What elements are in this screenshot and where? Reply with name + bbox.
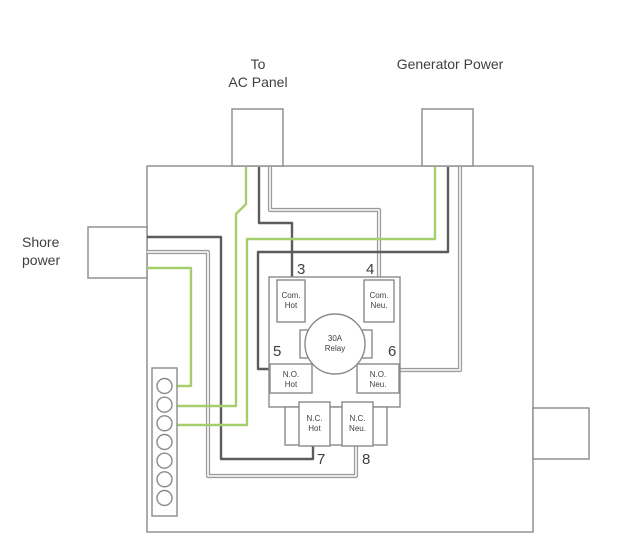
label-shore-power-line1: Shore <box>22 234 60 250</box>
label-generator-power: Generator Power <box>397 56 504 72</box>
terminal-strip-screw-7 <box>156 489 173 507</box>
terminal-strip-screw-1 <box>156 377 173 395</box>
terminal-strip-screw-5 <box>156 452 173 469</box>
terminal-label-nc-hot-line1: N.C. <box>307 414 323 423</box>
terminal-label-no-hot-line2: Hot <box>285 380 298 389</box>
terminal-number-6: 6 <box>388 343 396 360</box>
wire-shore-ground <box>147 266 193 388</box>
wire-generator-neutral <box>399 167 463 373</box>
relay-terminal-com-hot <box>276 279 306 323</box>
label-to-ac-panel-line2: AC Panel <box>228 74 287 90</box>
ground-terminal-strip <box>151 367 178 517</box>
terminal-label-nc-neu-line2: Neu. <box>349 424 366 433</box>
terminal-number-4: 4 <box>366 261 374 278</box>
terminal-label-nc-hot-line2: Hot <box>308 424 321 433</box>
terminal-strip-screw-4 <box>156 433 173 451</box>
relay-terminal-nc-neu <box>341 401 374 447</box>
relay-terminal-no-neu <box>356 363 400 394</box>
terminal-strip-screw-3 <box>156 415 173 432</box>
relay-rating-line1: 30A <box>328 334 343 343</box>
terminal-label-no-hot-line1: N.O. <box>283 370 299 379</box>
terminal-label-com-hot-line2: Hot <box>285 301 298 310</box>
terminal-label-no-neu-line1: N.O. <box>370 370 386 379</box>
relay-terminal-nc-hot <box>298 401 331 447</box>
terminal-number-8: 8 <box>362 451 370 468</box>
terminal-number-7: 7 <box>317 451 325 468</box>
terminal-strip-screw-6 <box>156 471 173 488</box>
terminal-label-com-hot-line1: Com. <box>281 291 300 300</box>
wire-shore-neutral <box>147 249 359 479</box>
generator-connector-box <box>421 108 474 167</box>
wire-generator-ground <box>171 167 437 427</box>
relay-terminal-no-hot <box>269 363 313 394</box>
terminal-label-no-neu-line2: Neu. <box>370 380 387 389</box>
wire-shore-hot <box>147 235 315 461</box>
label-shore-power-line2: power <box>22 252 60 268</box>
right-connector-box <box>532 407 590 460</box>
relay-terminal-com-neu <box>363 279 395 323</box>
terminal-label-nc-neu-line1: N.C. <box>350 414 366 423</box>
terminal-label-com-neu-line1: Com. <box>369 291 388 300</box>
shore-power-connector-box <box>87 226 148 279</box>
wire-ac-ground <box>171 167 248 408</box>
terminal-strip-screw-2 <box>156 396 173 413</box>
wire-ac-neutral <box>267 167 382 281</box>
terminal-number-3: 3 <box>297 261 305 278</box>
relay-rating-line2: Relay <box>325 344 345 353</box>
terminal-label-com-neu-line2: Neu. <box>371 301 388 310</box>
relay-assembly <box>268 276 401 447</box>
wire-generator-hot <box>256 167 450 371</box>
ac-panel-connector-box <box>231 108 284 167</box>
label-to-ac-panel-line1: To <box>251 56 266 72</box>
relay-coil-circle <box>304 313 366 375</box>
terminal-number-5: 5 <box>273 343 281 360</box>
